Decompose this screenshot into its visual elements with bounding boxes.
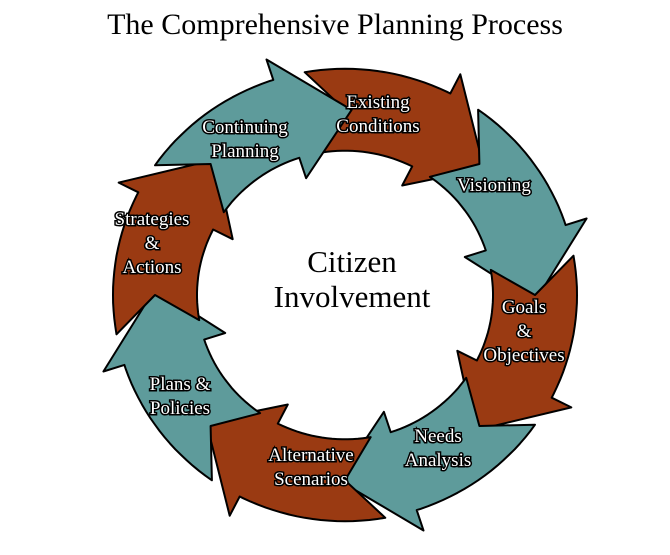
- step-3-label-line-1: Goals: [502, 297, 546, 318]
- step-6-label-line-2: Policies: [150, 398, 210, 419]
- step-7-label-line-3: Actions: [122, 257, 181, 278]
- step-1-label-line-2: Conditions: [336, 116, 419, 137]
- cycle-arrow-6: [102, 287, 262, 482]
- step-2-label-line-1: Visioning: [457, 175, 531, 196]
- step-4-label-line-1: Needs: [414, 426, 461, 447]
- step-5-label-line-1: Alternative: [268, 445, 353, 466]
- cycle-arrows: [102, 58, 588, 532]
- step-6-label-line-1: Plans &: [150, 374, 211, 395]
- step-4-label-line-2: Analysis: [405, 450, 472, 471]
- center-label-line-2: Involvement: [274, 279, 431, 314]
- step-1-label-line-1: Existing: [346, 92, 410, 113]
- cycle-arrow-2: [428, 108, 588, 303]
- step-7-label-line-2: &: [145, 233, 160, 254]
- step-8-label-line-1: Continuing: [202, 117, 288, 138]
- cycle-arrow-4: [337, 376, 536, 532]
- cycle-arrow-7: [112, 158, 234, 336]
- step-5-label-line-2: Scenarios: [274, 469, 348, 490]
- diagram-title: The Comprehensive Planning Process: [107, 8, 563, 41]
- step-7-label-line-1: Strategies: [115, 209, 190, 230]
- cycle-arrow-8: [154, 58, 353, 214]
- step-3-label-line-2: &: [517, 321, 532, 342]
- cycle-arrow-3: [456, 254, 578, 432]
- center-label-line-1: Citizen: [307, 244, 397, 279]
- step-8-label-line-2: Planning: [211, 141, 279, 162]
- cycle-arrow-1: [303, 67, 485, 187]
- cycle-arrow-5: [205, 403, 387, 523]
- step-3-label-line-3: Objectives: [483, 345, 564, 366]
